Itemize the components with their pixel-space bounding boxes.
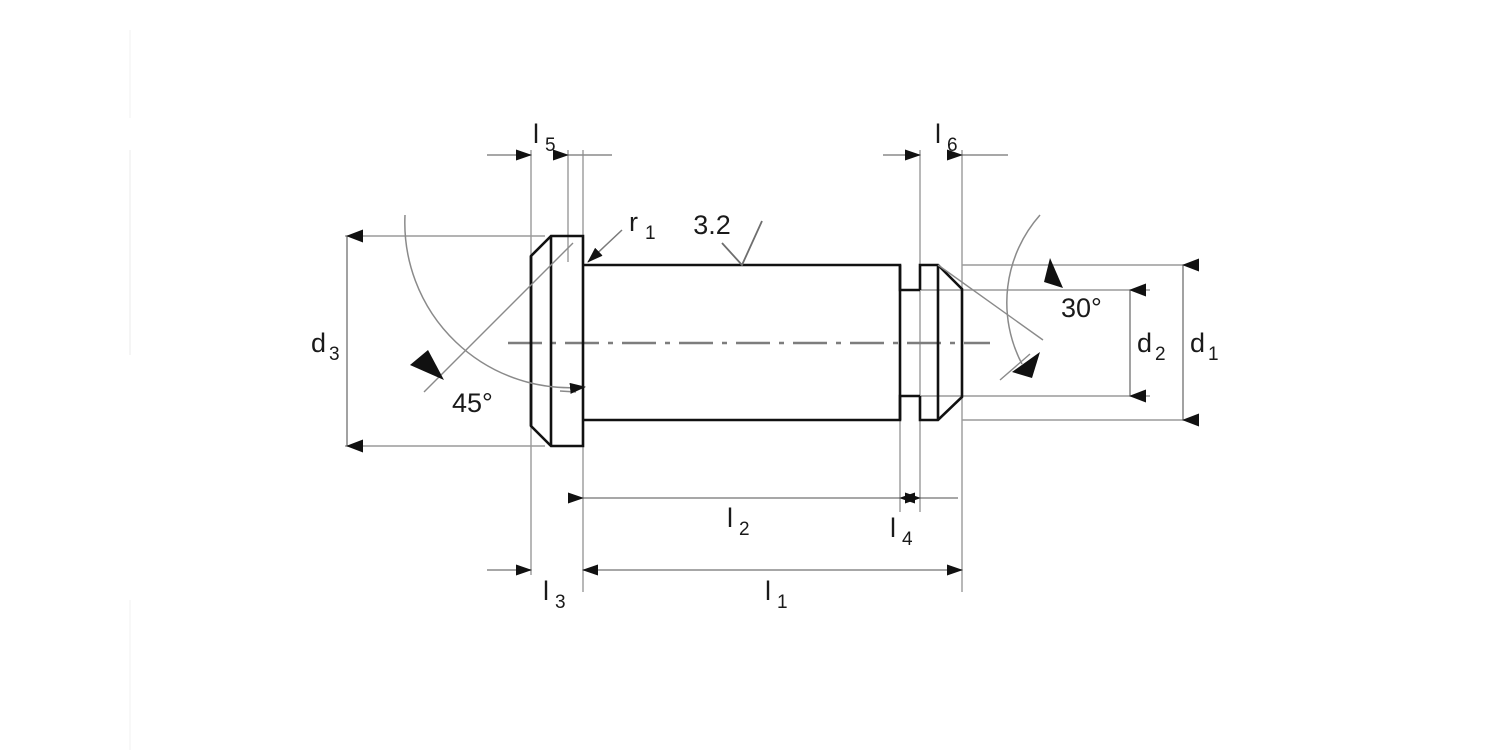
angle-30-leader xyxy=(937,264,1044,341)
r1-leader-line xyxy=(587,229,623,263)
angle-45-arc xyxy=(404,214,586,394)
angle-30-label: 30° xyxy=(1061,293,1102,323)
l3-label: l xyxy=(543,576,549,606)
dimension-l2: l 2 xyxy=(568,492,915,540)
d1-label: d xyxy=(1190,328,1205,358)
l6-label: l xyxy=(935,119,941,149)
l1-label: l xyxy=(765,576,771,606)
groove-bottom xyxy=(898,394,920,420)
dimension-d3: d 3 xyxy=(311,229,363,453)
dimension-l4: l 4 xyxy=(890,492,958,550)
angle-30-arc xyxy=(1006,214,1041,365)
angle-45-leader xyxy=(423,242,574,393)
angle-45-arrowhead-upper xyxy=(410,350,444,380)
surface-finish-symbol: 3.2 xyxy=(693,210,763,267)
angle-callout-30: 30° xyxy=(937,214,1102,381)
dimension-l3: l 3 xyxy=(487,564,566,613)
surface-finish-value: 3.2 xyxy=(693,210,731,240)
surface-roughness-triangle-icon xyxy=(721,220,763,267)
dimension-l6: l 6 xyxy=(883,119,1008,161)
end-boss xyxy=(918,263,964,422)
r1-subscript: 1 xyxy=(645,223,656,244)
l4-label: l xyxy=(890,513,896,543)
dimension-l5: l 5 xyxy=(487,119,612,161)
l4-subscript: 4 xyxy=(902,529,913,550)
d2-subscript: 2 xyxy=(1155,344,1166,365)
angle-callout-45: 45° xyxy=(404,214,586,418)
angle-45-leader-2 xyxy=(559,390,577,393)
d3-subscript: 3 xyxy=(329,344,340,365)
angle-45-label: 45° xyxy=(452,388,493,418)
radius-callout-r1: r 1 xyxy=(587,207,656,263)
r1-label: r xyxy=(629,207,638,237)
d3-label: d xyxy=(311,328,326,358)
dimension-d1: d 1 xyxy=(1182,258,1219,427)
l6-subscript: 6 xyxy=(947,135,958,156)
l5-subscript: 5 xyxy=(545,135,556,156)
groove-top xyxy=(898,265,920,292)
angle-30-arrowhead-top xyxy=(1044,258,1063,288)
l1-subscript: 1 xyxy=(777,592,788,613)
dimension-d2: d 2 xyxy=(1129,283,1166,403)
d2-label: d xyxy=(1137,328,1152,358)
dimension-l1: l 1 xyxy=(582,564,963,613)
angle-30-tail xyxy=(999,353,1031,381)
d1-subscript: 1 xyxy=(1208,344,1219,365)
l2-subscript: 2 xyxy=(739,519,750,540)
l2-label: l xyxy=(727,503,733,533)
l5-label: l xyxy=(533,119,539,149)
l3-subscript: 3 xyxy=(555,592,566,613)
angle-30-arrowhead-bottom xyxy=(1012,352,1040,378)
